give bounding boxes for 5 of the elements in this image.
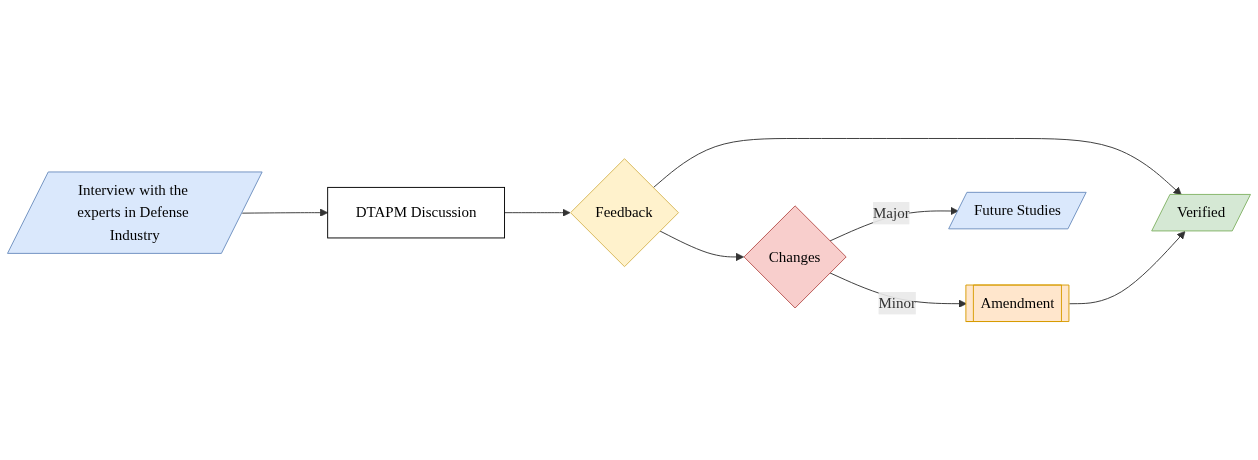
node-diamond: Feedback xyxy=(570,158,679,268)
node-box: DTAPM Discussion xyxy=(327,186,506,239)
edge-label: Minor xyxy=(878,294,916,311)
edge-label: Major xyxy=(873,204,910,221)
node-diamond: Changes xyxy=(743,205,847,309)
